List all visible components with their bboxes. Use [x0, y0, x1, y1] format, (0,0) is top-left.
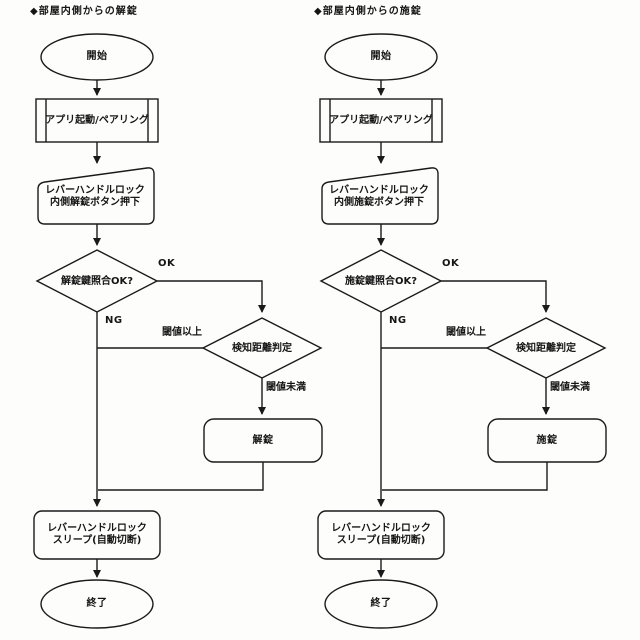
flowchart-skeleton-left — [34, 34, 322, 628]
flowchart-skeleton-right — [318, 34, 606, 628]
